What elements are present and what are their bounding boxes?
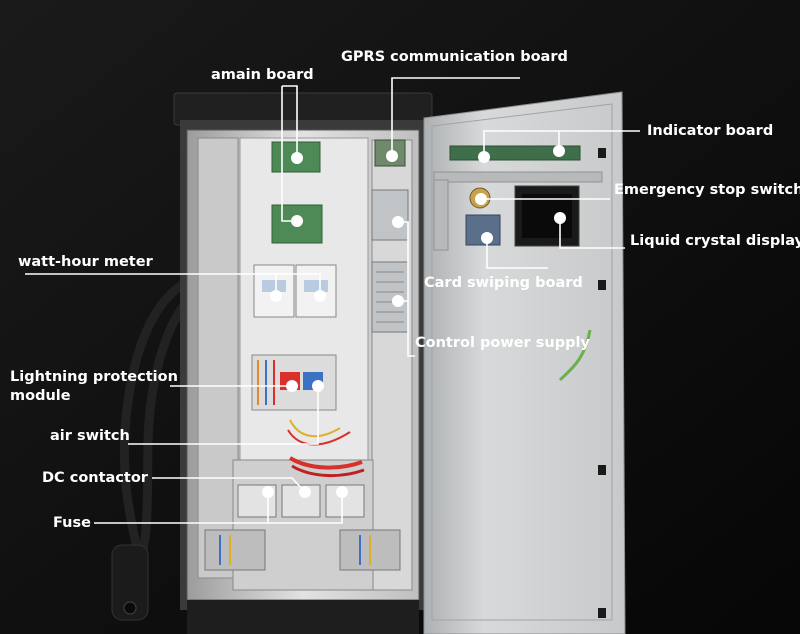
dot-indicator-2 (553, 145, 565, 157)
dot-watt-2 (314, 290, 326, 302)
dc-contactor-leader (152, 477, 306, 493)
fuse-label: Fuse (53, 515, 91, 531)
watt-leader (25, 273, 321, 296)
dot-card (481, 232, 493, 244)
charging-gun (111, 544, 149, 621)
dot-fuse-1 (262, 486, 274, 498)
main-board-leader-1 (282, 85, 298, 158)
lcd-leader (559, 218, 625, 249)
lightning-protection-label-line2: module (10, 388, 71, 404)
indicator-board-label: Indicator board (647, 123, 774, 139)
dot-gprs (386, 150, 398, 162)
watt-hour-meter-label: watt-hour meter (18, 254, 153, 270)
cabinet-body (173, 92, 433, 634)
emergency-stop-label: Emergency stop switch (614, 182, 800, 198)
dot-dc-contactor (299, 486, 311, 498)
dot-power-2 (392, 295, 404, 307)
dot-power-1 (392, 216, 404, 228)
dot-main-2 (291, 215, 303, 227)
card-leader (486, 238, 548, 269)
indicator-leader (483, 130, 640, 157)
main-board-label: amain board (211, 67, 314, 83)
air-switch-label: air switch (50, 428, 130, 444)
dc-contactor-label: DC contactor (42, 470, 148, 486)
annotation-dots (262, 145, 566, 498)
charging-cable (119, 275, 201, 585)
dot-emergency (475, 193, 487, 205)
dot-lcd (554, 212, 566, 224)
dot-indicator-1 (478, 151, 490, 163)
dot-main-1 (291, 152, 303, 164)
gprs-board-label: GPRS communication board (341, 49, 568, 65)
dot-fuse-2 (336, 486, 348, 498)
dot-airswitch (312, 380, 324, 392)
card-swiping-board-label: Card swiping board (424, 275, 583, 291)
dot-lightning (286, 380, 298, 392)
dot-watt-1 (270, 290, 282, 302)
airswitch-leader (128, 386, 319, 445)
lcd-label: Liquid crystal display (630, 233, 800, 249)
fuse-leader-2 (268, 492, 343, 524)
lightning-protection-label: Lightning protection (10, 369, 178, 385)
cabinet-door (423, 91, 626, 634)
gprs-leader (391, 77, 520, 156)
control-power-supply-label: Control power supply (415, 335, 590, 351)
